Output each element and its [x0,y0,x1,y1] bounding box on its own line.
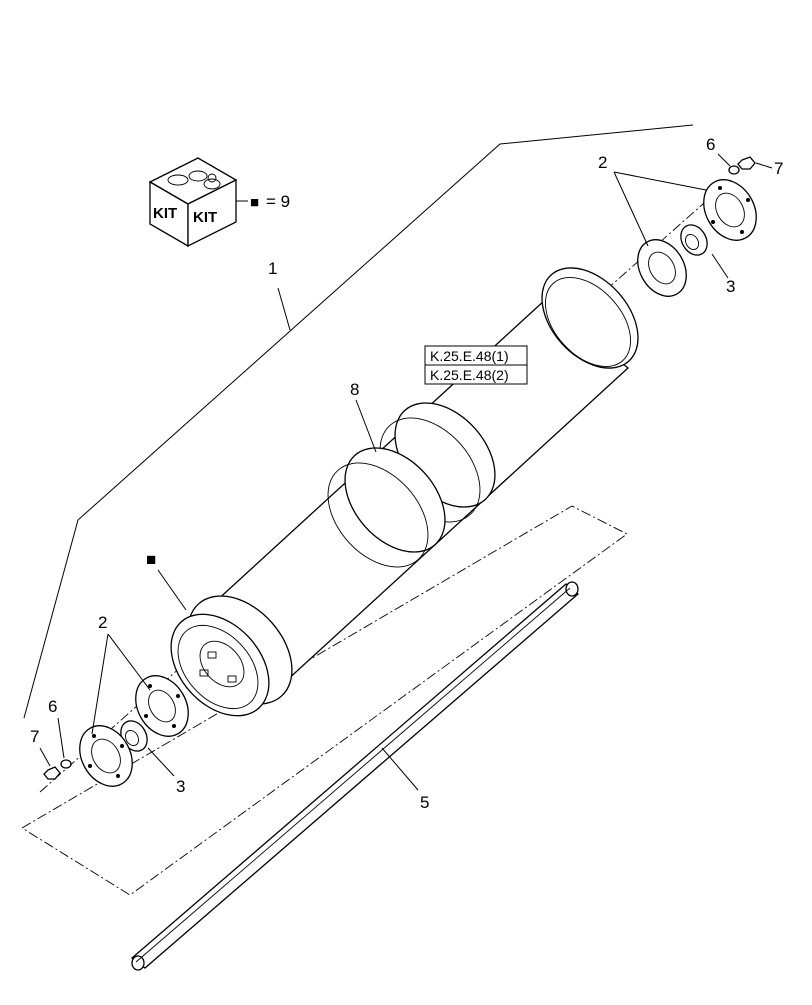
kit-box-label-right: KIT [193,209,217,226]
flange-top-outer [703,179,757,241]
roller-leader [355,399,377,453]
shaft [130,581,580,971]
kit-box-icon: KIT KIT [148,157,238,248]
reference-link-2[interactable]: K.25.E.48(2) [430,367,509,383]
shaft-envelope-outline [21,505,628,896]
reference-link-1[interactable]: K.25.E.48(1) [430,348,509,364]
callout-2-bottom: 2 [98,613,107,632]
washer-top [728,165,740,175]
flange-bottom-outer [79,725,133,787]
leader-3-top [711,253,729,279]
kit-marker-on-roller: ■ [146,550,156,569]
leader-6-bottom [57,717,65,759]
washer-bottom [60,759,72,769]
leader-2-top-a [613,171,707,191]
nut-bottom [43,766,61,780]
kit-legend-text: = 9 [266,192,290,211]
kit-box-label-left: KIT [153,205,177,222]
kit-legend-symbol: ■ [250,194,259,211]
callout-1: 1 [268,259,277,278]
leader-7-bottom [39,747,51,767]
leader-6-top [717,153,731,167]
assembly-leader [277,287,291,331]
callout-5: 5 [420,793,429,812]
callout-7-bottom: 7 [30,727,39,746]
assembly-bracket-line [23,124,694,719]
leader-7-top [755,162,773,169]
bearing-top [680,224,708,256]
leader-5 [381,747,419,791]
roller-tube [170,267,639,717]
callout-8: 8 [350,380,359,399]
flange-top-inner [637,239,687,297]
callout-2-top: 2 [598,153,607,172]
callout-6-top: 6 [706,135,715,154]
leader-2-bottom-a [107,633,151,691]
reference-box-2[interactable]: K.25.E.48(2) [424,364,528,385]
leader-2-bottom-b [91,633,109,735]
leader-2-top-b [613,171,649,247]
flange-bottom-inner [135,675,189,737]
leader-3-bottom [147,747,175,777]
callout-6-bottom: 6 [48,697,57,716]
reference-box-1[interactable]: K.25.E.48(1) [424,345,528,366]
callout-7-top: 7 [774,159,783,178]
nut-top [737,156,756,170]
kit-marker-leader [157,569,187,611]
callout-3-top: 3 [726,277,735,296]
callout-3-bottom: 3 [176,777,185,796]
